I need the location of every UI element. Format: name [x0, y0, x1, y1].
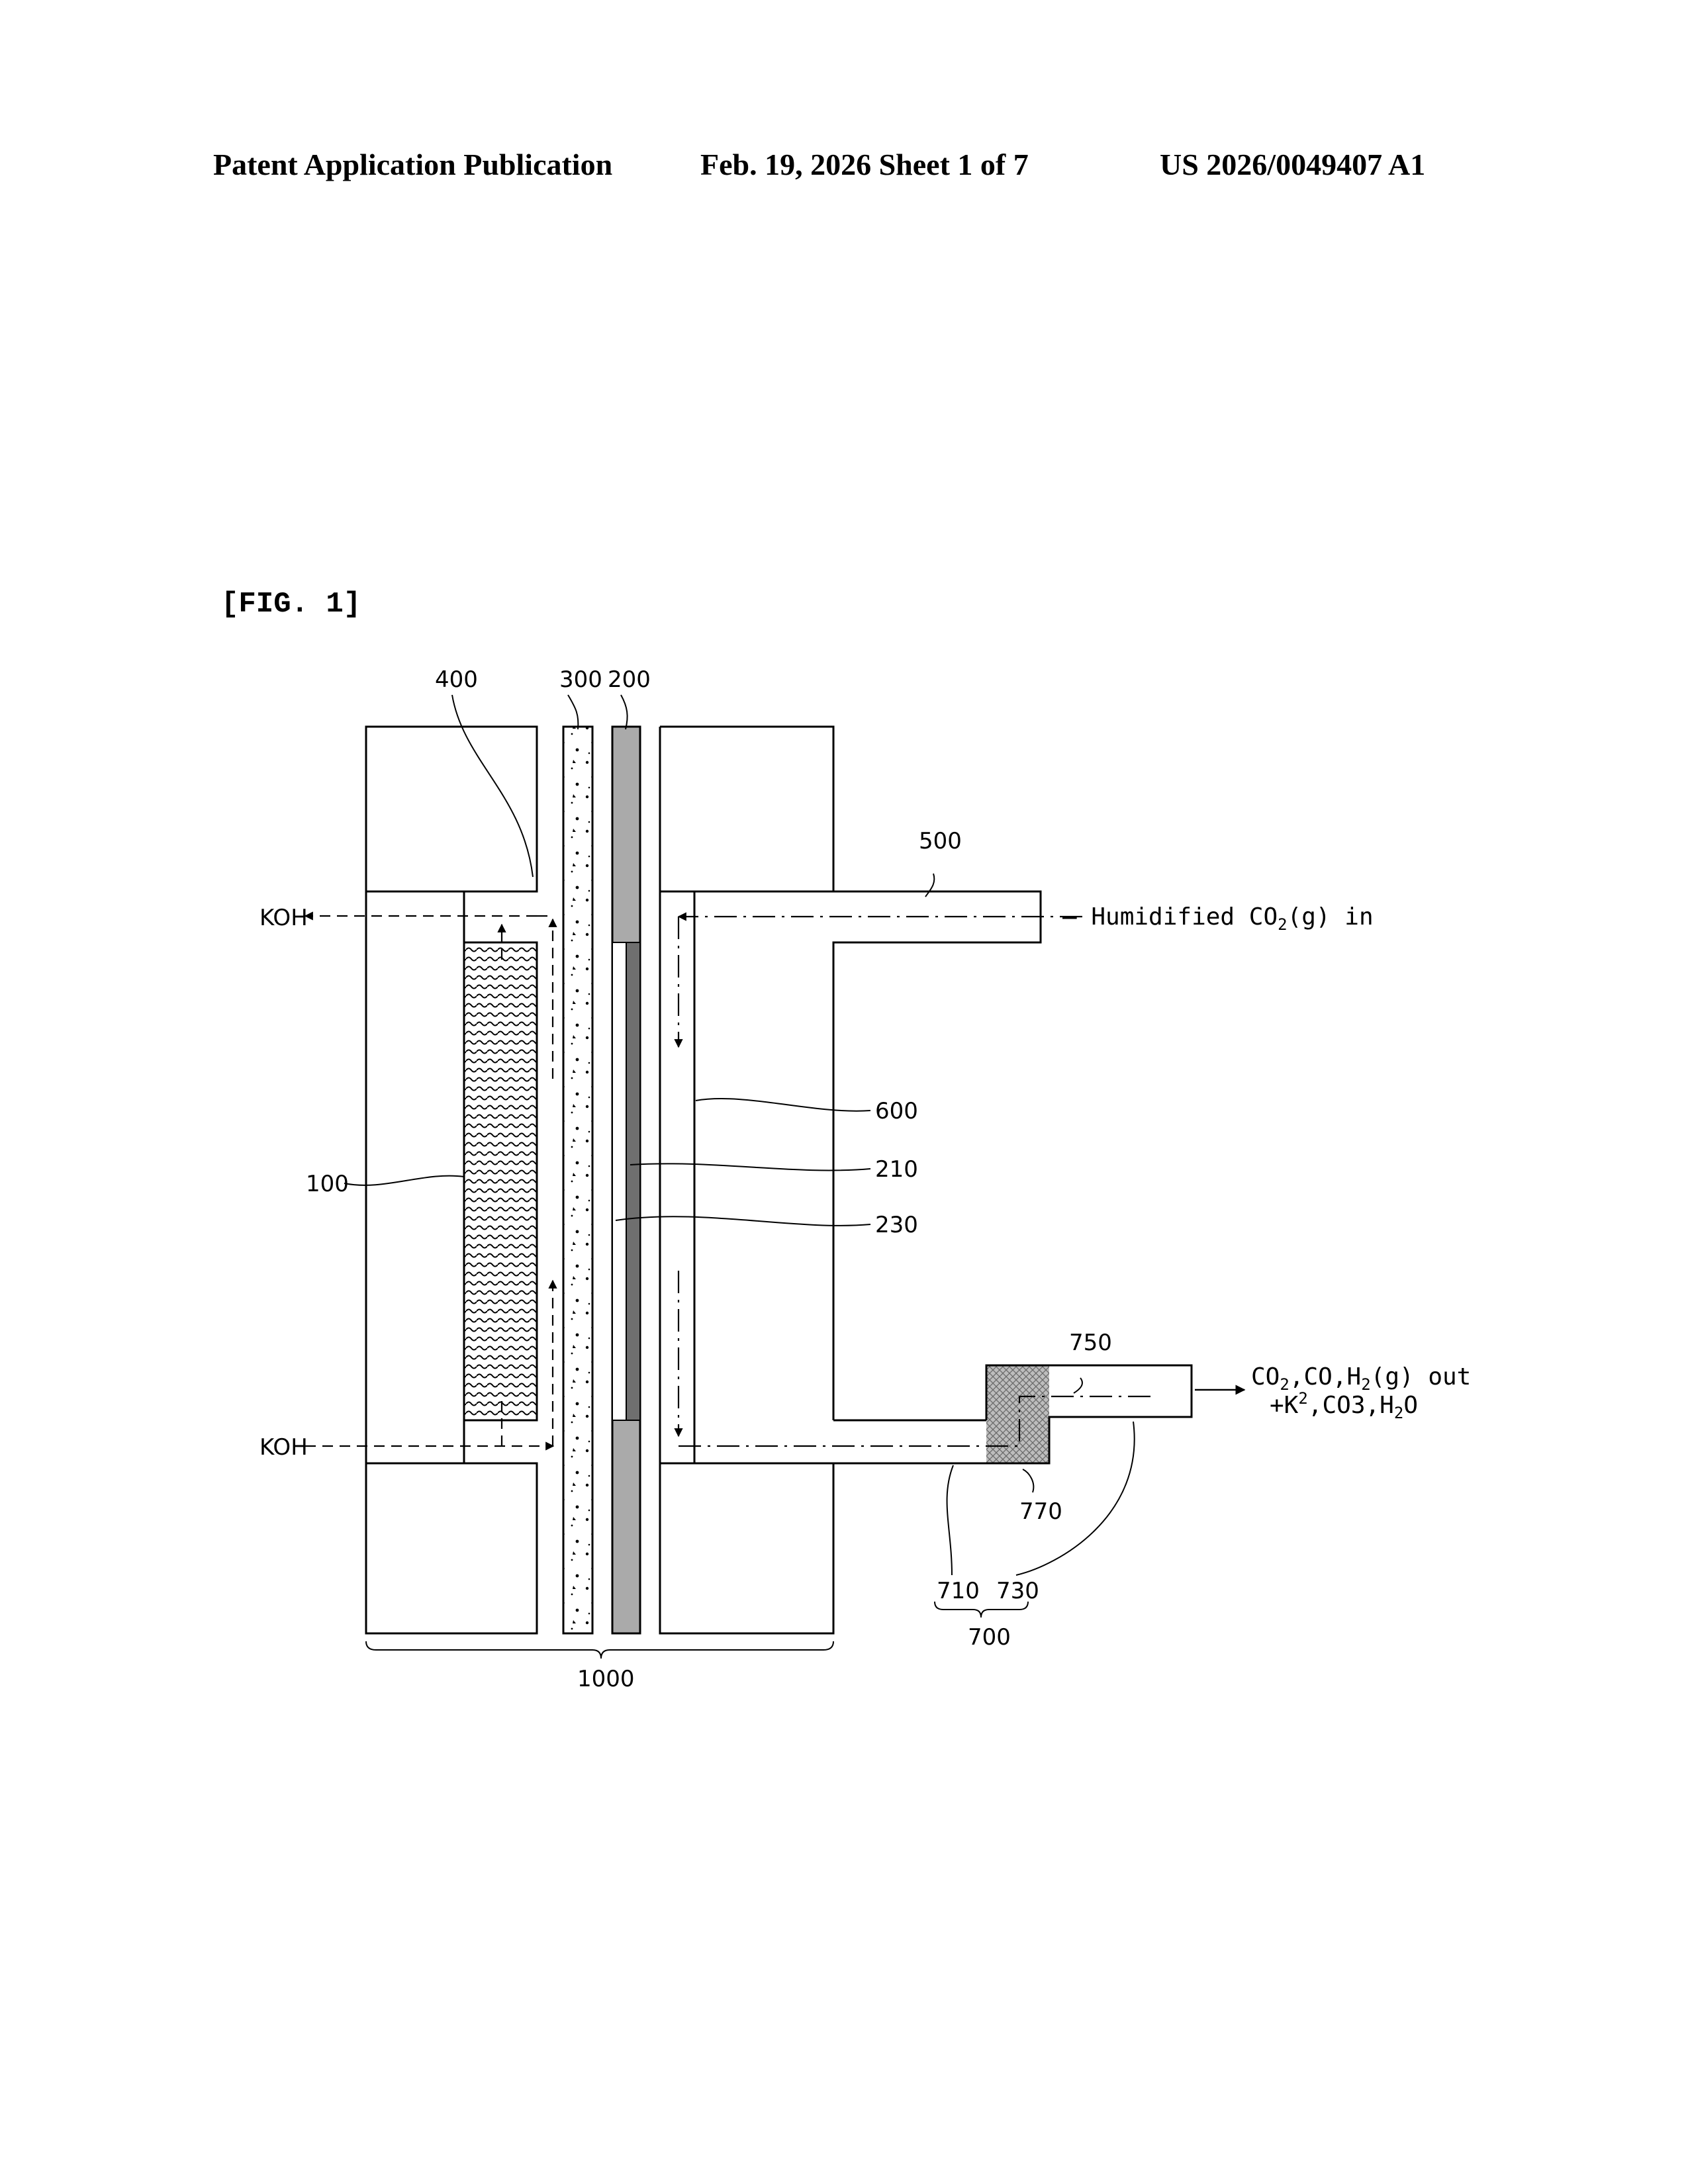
- ref-770: 770: [1019, 1498, 1062, 1525]
- ref-600: 600: [875, 1098, 918, 1124]
- filter-770: [986, 1365, 1049, 1463]
- koh-in-label: KOH: [259, 1434, 308, 1461]
- anode-electrode-100: [464, 942, 537, 1420]
- gas-diffusion-layer-230: [612, 942, 626, 1420]
- ref-710: 710: [937, 1578, 980, 1604]
- outlet-products-line1: CO2,CO,H2(g) out: [1251, 1363, 1471, 1394]
- ref-700: 700: [968, 1624, 1011, 1651]
- brace-1000: [366, 1641, 833, 1659]
- ref-230: 230: [875, 1212, 918, 1238]
- ref-750: 750: [1069, 1330, 1112, 1356]
- separator-300: [563, 727, 592, 1633]
- co2-inlet-label: — Humidified CO2(g) in: [1062, 903, 1374, 934]
- ref-200: 200: [608, 666, 651, 693]
- ref-210: 210: [875, 1156, 918, 1183]
- ref-1000: 1000: [577, 1666, 635, 1692]
- ref-300: 300: [559, 666, 602, 693]
- cathode-housing: [660, 727, 1046, 1633]
- ref-400: 400: [435, 666, 478, 693]
- outlet-products-line2: +K2,CO3,H2O: [1270, 1389, 1418, 1422]
- ref-730: 730: [996, 1578, 1039, 1604]
- koh-out-label: KOH: [259, 905, 308, 931]
- catalyst-layer-210: [626, 942, 640, 1420]
- ref-500: 500: [919, 828, 962, 854]
- ref-100: 100: [306, 1171, 349, 1197]
